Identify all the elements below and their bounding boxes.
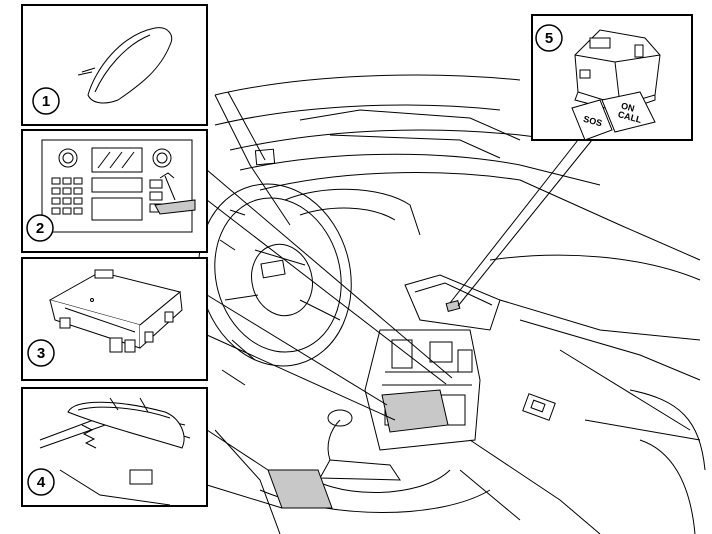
inset-box-2-control-panel: 2 bbox=[21, 129, 208, 253]
sos-button-label: SOS bbox=[582, 114, 603, 129]
callout-circle-3 bbox=[27, 339, 55, 367]
control-module-drawing bbox=[48, 269, 183, 353]
mirror-drawing bbox=[39, 397, 191, 506]
car-interior-sketch bbox=[198, 74, 706, 534]
callout-circle-1 bbox=[32, 87, 60, 115]
on-call-line-1: ON bbox=[620, 101, 636, 114]
callout-number-5: 5 bbox=[545, 30, 553, 47]
callout-number-3: 3 bbox=[37, 345, 45, 362]
callout-circle-2 bbox=[26, 214, 54, 242]
on-call-button: ON CALL bbox=[601, 91, 656, 133]
inset-box-1-antenna: 1 bbox=[21, 4, 208, 126]
leader-lines bbox=[206, 139, 593, 509]
removal-tool bbox=[154, 172, 196, 215]
callout-circle-4 bbox=[27, 468, 55, 496]
control-panel-drawing bbox=[41, 139, 193, 233]
sos-button: SOS bbox=[571, 99, 613, 141]
callout-number-4: 4 bbox=[37, 474, 46, 491]
callout-number-1: 1 bbox=[42, 93, 50, 110]
inset-box-5-sos-panel: SOS ON CALL 5 bbox=[531, 14, 693, 141]
keypad-left bbox=[51, 177, 83, 215]
sos-panel-highlight bbox=[445, 299, 461, 313]
inset-box-4-mirror-microphone: 4 bbox=[21, 387, 208, 507]
module-highlight-under-console bbox=[381, 389, 449, 433]
floor-highlight bbox=[267, 469, 333, 509]
callout-number-2: 2 bbox=[36, 220, 44, 237]
callout-circle-5 bbox=[535, 24, 563, 52]
shark-fin-antenna bbox=[77, 27, 173, 104]
inset-box-3-control-module: 3 bbox=[21, 257, 208, 381]
